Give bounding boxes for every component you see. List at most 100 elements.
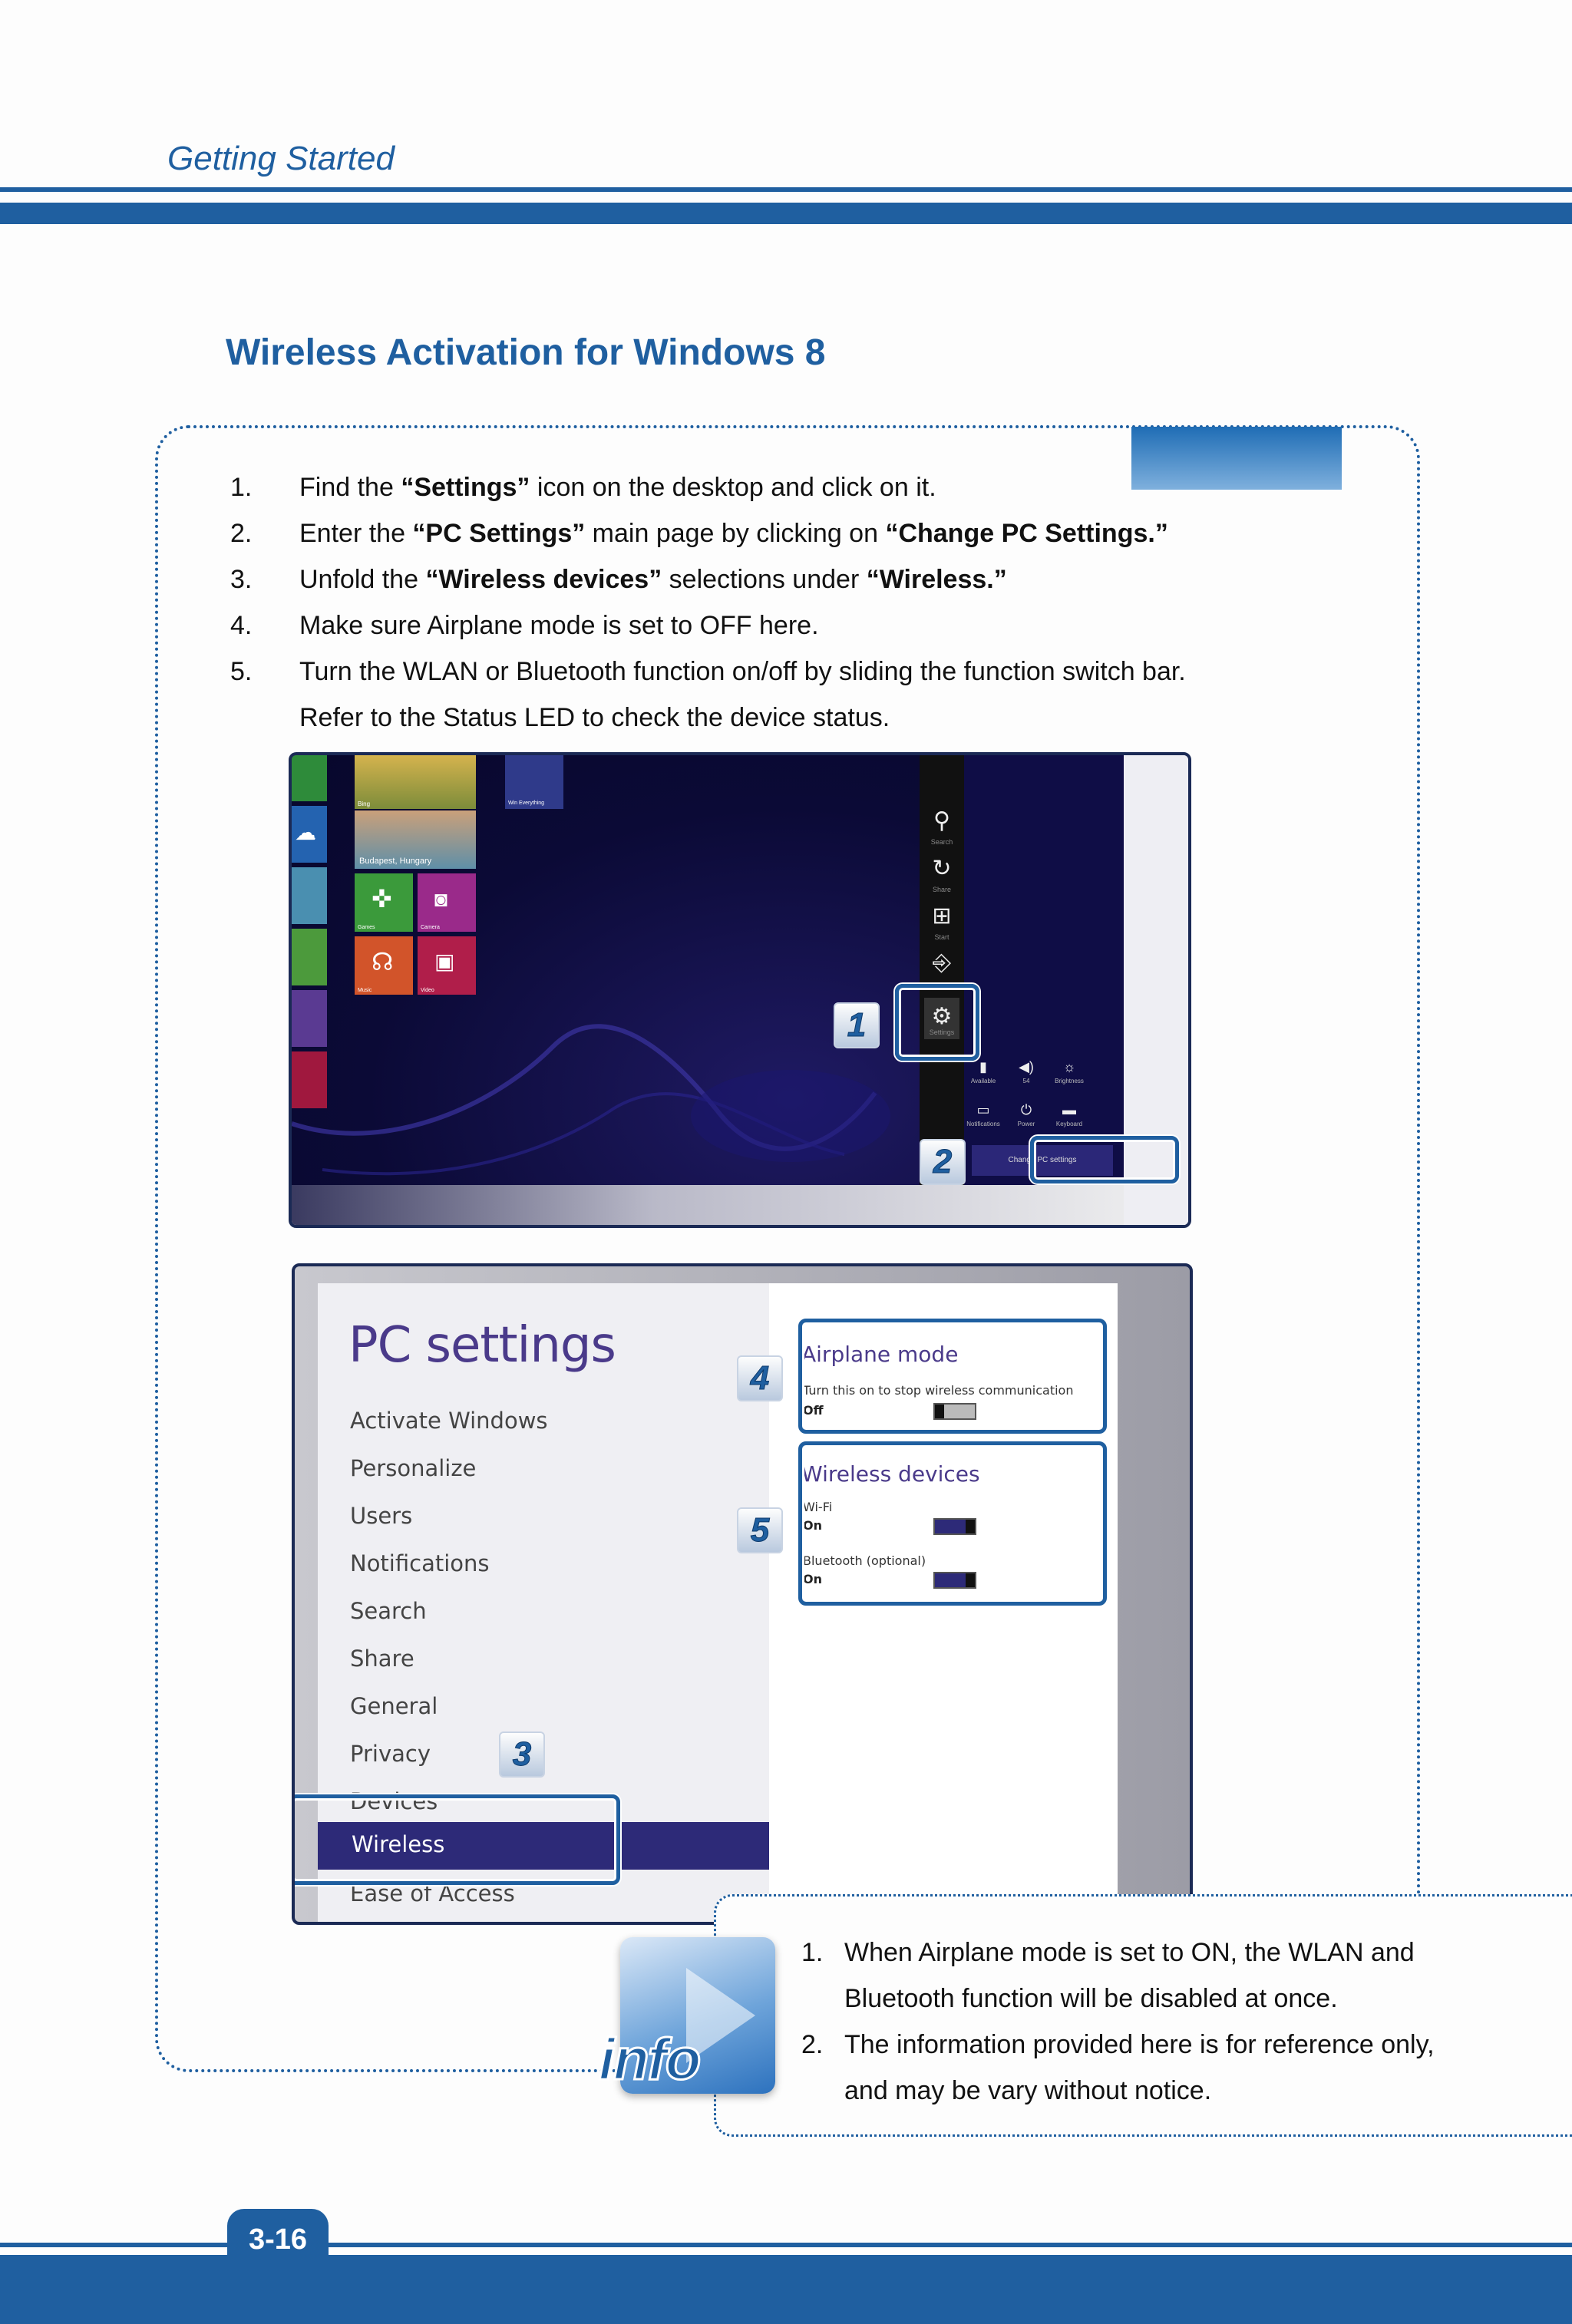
change-pc-settings-link[interactable]: Change PC settings — [972, 1145, 1113, 1176]
share-icon[interactable]: ↻ — [932, 856, 952, 881]
step-text: Find the “Settings” icon on the desktop … — [299, 464, 936, 510]
tile-camera-label: Camera — [421, 925, 440, 930]
callout-badge-2: 2 — [920, 1139, 966, 1185]
tile-camera[interactable]: ◙ Camera — [418, 873, 476, 932]
info-note: 2.The information provided here is for r… — [801, 2022, 1569, 2068]
charm-share-label: Share — [932, 886, 952, 893]
tile-video-label: Video — [421, 988, 434, 993]
airplane-mode-desc: Turn this on to stop wireless communicat… — [803, 1383, 1074, 1398]
tile-games-label: Games — [358, 925, 375, 930]
step-item: 3. Unfold the “Wireless devices” selectio… — [230, 556, 1186, 602]
menu-item[interactable]: Share — [350, 1646, 414, 1672]
step-number — [230, 695, 299, 741]
menu-item[interactable]: General — [350, 1693, 438, 1719]
headphones-icon: ☊ — [372, 948, 394, 975]
page-title: Wireless Activation for Windows 8 — [226, 332, 826, 373]
menu-item[interactable]: Users — [350, 1503, 413, 1529]
bluetooth-state: On — [803, 1572, 822, 1586]
charms-bar: ⚲ Search ↻ Share ⊞ Start ⎆ ⚙ Settings — [920, 755, 964, 1185]
step-text-part: main page by clicking on — [585, 519, 886, 548]
info-note: 1.When Airplane mode is set to ON, the W… — [801, 1930, 1569, 1976]
notifications-icon[interactable]: ▭ — [976, 1102, 990, 1117]
callout-badge-5: 5 — [737, 1507, 783, 1553]
search-icon[interactable]: ⚲ — [933, 808, 950, 834]
step-number: 2. — [230, 519, 253, 548]
info-note-line: Bluetooth function will be disabled at o… — [844, 1984, 1338, 2013]
info-note-line: The information provided here is for ref… — [844, 2030, 1435, 2059]
play-triangle-icon — [686, 1968, 755, 2063]
step-text: Turn the WLAN or Bluetooth function on/o… — [299, 649, 1186, 695]
menu-item[interactable]: Devices — [350, 1788, 438, 1814]
step-text-bold: “PC Settings” — [412, 519, 586, 548]
tile-green[interactable] — [292, 929, 327, 985]
highlight-wireless-menu — [295, 1794, 620, 1885]
video-icon: ▣ — [434, 949, 455, 973]
step-text: Make sure Airplane mode is set to OFF he… — [299, 602, 819, 649]
settings-panel: ▮ Available ◀) 54 ☼ Brightness ▭ Notific… — [964, 755, 1124, 1185]
tile-store-label: Win Everything — [508, 801, 545, 806]
airplane-mode-toggle[interactable] — [933, 1403, 976, 1420]
brightness-icon[interactable]: ☼ — [1062, 1059, 1076, 1075]
tile-travel[interactable]: Budapest, Hungary — [355, 810, 476, 869]
gamepad-icon: ✜ — [372, 885, 392, 913]
tile-weather[interactable]: ☁ — [292, 806, 327, 863]
network-label: Available — [970, 1078, 996, 1084]
menu-item[interactable]: Privacy — [350, 1741, 431, 1767]
step-text-bold: “Change PC Settings.” — [885, 519, 1168, 548]
charm-search-label: Search — [930, 838, 953, 846]
camera-icon: ◙ — [434, 887, 447, 911]
section-header: Getting Started — [167, 140, 395, 177]
network-icon[interactable]: ▮ — [979, 1059, 987, 1075]
tile-store[interactable]: Win Everything — [505, 755, 563, 809]
callout-badge-4: 4 — [737, 1355, 783, 1401]
step-text-part: selections under — [662, 565, 867, 594]
info-note-number: 1. — [801, 1938, 824, 1967]
taskbar-fade — [292, 1185, 1188, 1225]
menu-item[interactable]: Personalize — [350, 1455, 477, 1481]
power-icon[interactable]: ⏻ — [1020, 1102, 1032, 1117]
wifi-toggle[interactable] — [933, 1518, 976, 1535]
keyboard-icon[interactable]: ▬ — [1062, 1102, 1076, 1117]
wifi-state: On — [803, 1518, 822, 1533]
step-text-part: Unfold the — [299, 565, 426, 594]
step-item: 5.Turn the WLAN or Bluetooth function on… — [230, 649, 1186, 695]
step-text-bold: “Settings” — [401, 473, 530, 502]
menu-item-wireless[interactable]: Wireless — [318, 1822, 769, 1870]
cloud-icon: ☁ — [295, 820, 316, 844]
step-text-bold: “Wireless devices” — [425, 565, 662, 594]
step-item: Refer to the Status LED to check the dev… — [230, 695, 1186, 741]
step-text-part: icon on the desktop and click on it. — [530, 473, 936, 502]
devices-icon[interactable]: ⎆ — [933, 950, 951, 975]
charm-settings-label: Settings — [929, 1028, 955, 1036]
step-text-part: Find the — [299, 473, 401, 502]
info-notes: 1.When Airplane mode is set to ON, the W… — [801, 1930, 1569, 2114]
tile-games[interactable]: ✜ Games — [355, 873, 413, 932]
footer-rule — [0, 2243, 1572, 2247]
bluetooth-toggle[interactable] — [933, 1572, 976, 1589]
highlight-settings — [895, 984, 979, 1061]
volume-label: 54 — [1022, 1078, 1030, 1084]
step-number: 4. — [230, 611, 253, 640]
menu-item[interactable]: Search — [350, 1598, 427, 1624]
tile-office[interactable] — [292, 755, 327, 801]
brightness-label: Brightness — [1055, 1078, 1084, 1084]
gear-icon[interactable]: ⚙ — [924, 998, 959, 1039]
steps-list: 1.Find the “Settings” icon on the deskto… — [230, 464, 1186, 741]
step-text: Refer to the Status LED to check the dev… — [299, 695, 890, 741]
page-number: 3-16 — [227, 2209, 329, 2270]
tile-blue[interactable] — [292, 867, 327, 924]
tile-red[interactable] — [292, 1051, 327, 1108]
tile-bing[interactable]: Bing — [355, 755, 476, 809]
header-rule — [0, 187, 1572, 192]
tile-video[interactable]: ▣ Video — [418, 936, 476, 995]
volume-icon[interactable]: ◀) — [1019, 1059, 1034, 1075]
tile-purple[interactable] — [292, 990, 327, 1047]
menu-item-wireless-label: Wireless — [352, 1831, 445, 1857]
menu-item[interactable]: Notifications — [350, 1550, 490, 1576]
windows-start-icon[interactable]: ⊞ — [932, 903, 952, 929]
step-number: 3. — [230, 565, 253, 594]
step-text: Enter the “PC Settings” main page by cli… — [299, 510, 1168, 556]
tile-music[interactable]: ☊Music — [355, 936, 413, 995]
menu-item[interactable]: Activate Windows — [350, 1408, 548, 1434]
